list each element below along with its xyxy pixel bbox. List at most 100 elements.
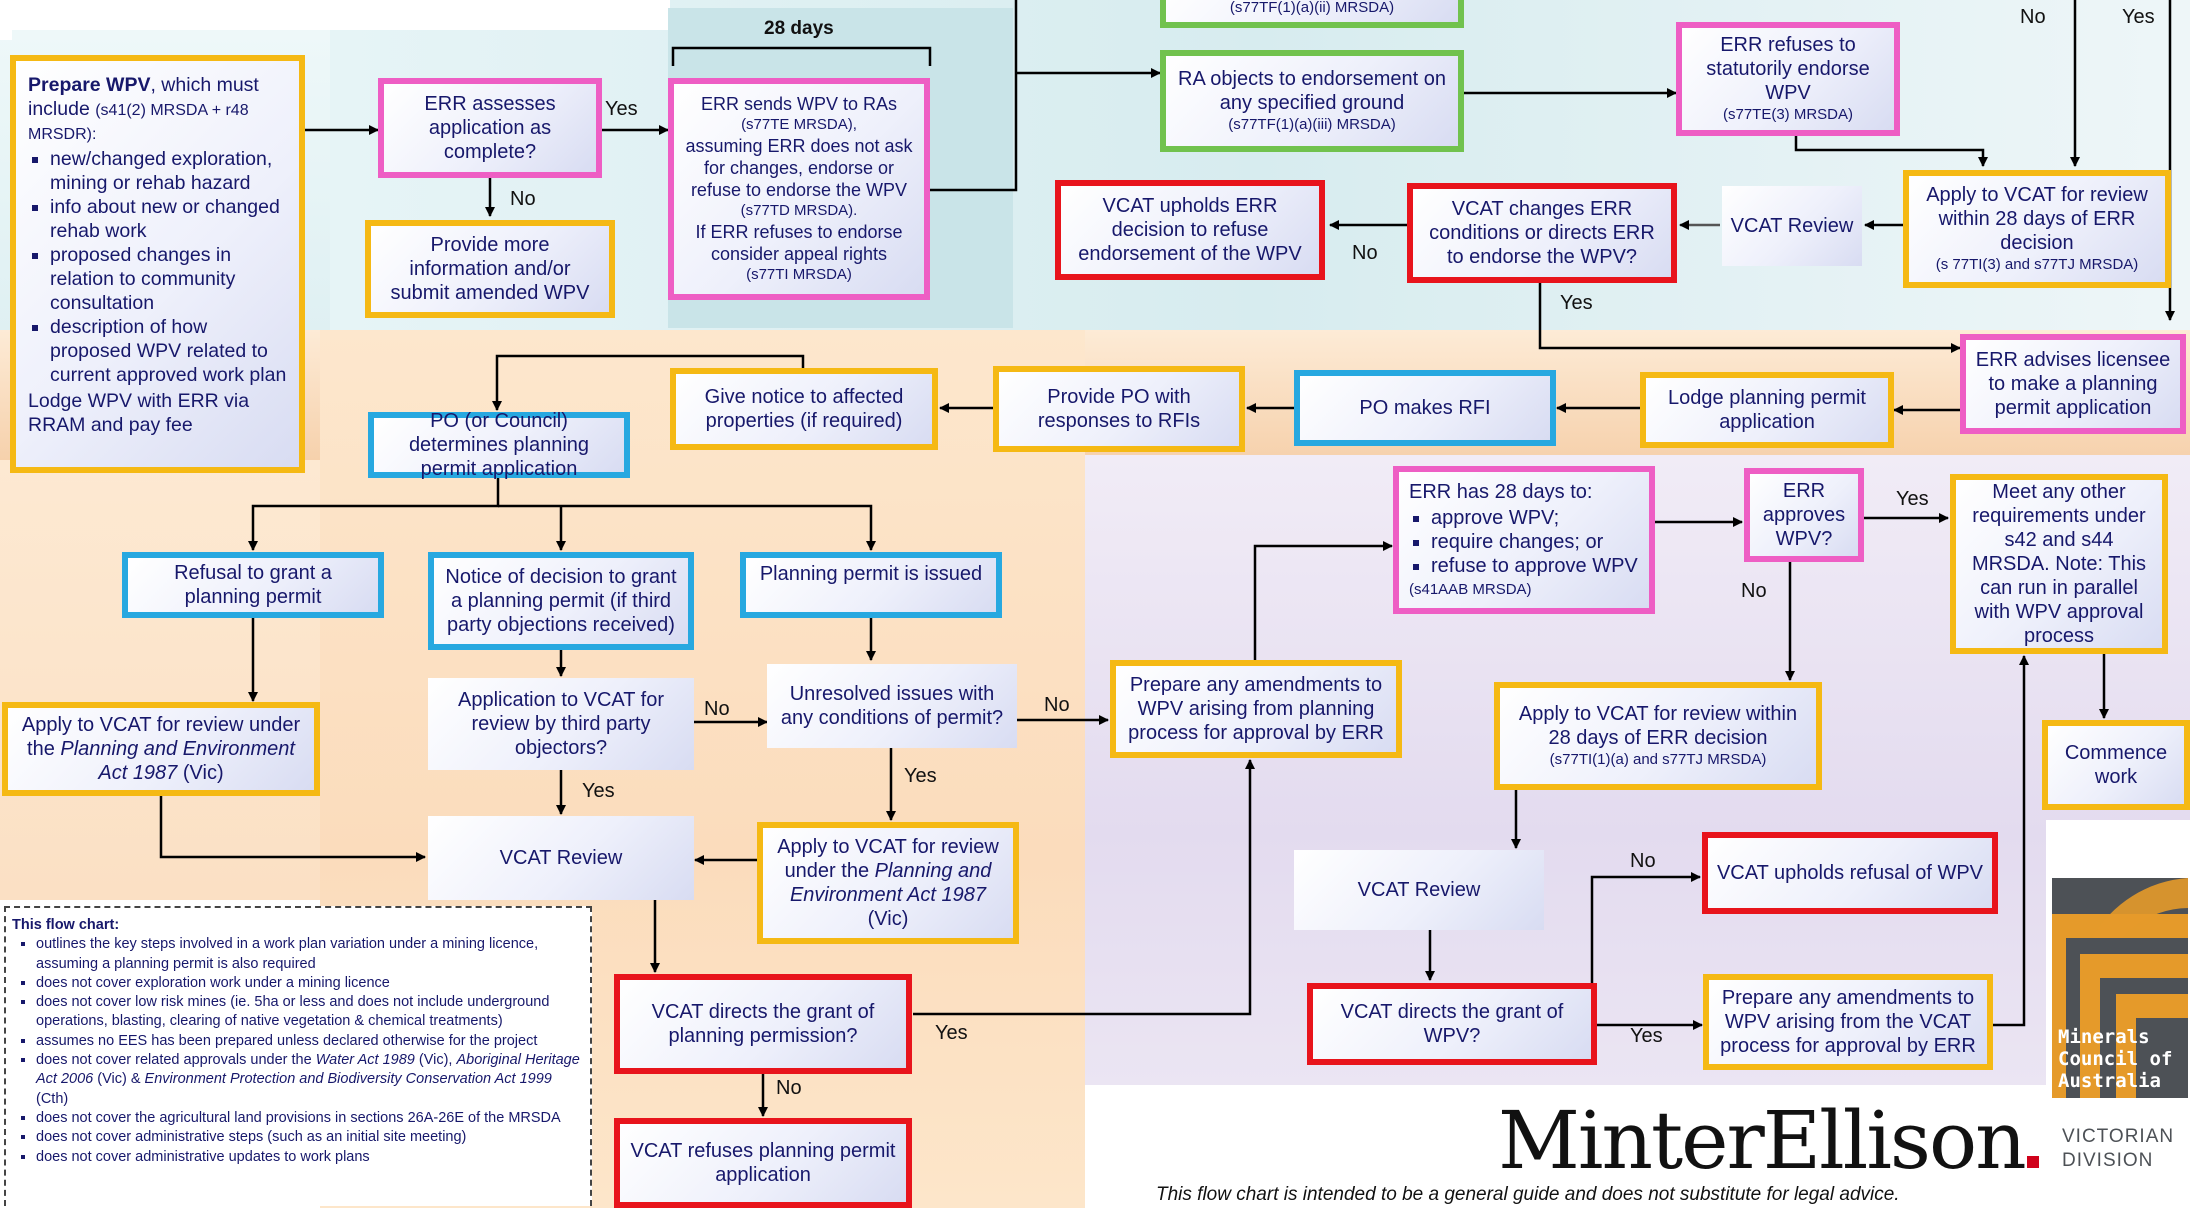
list-item: does not cover related approvals under t… bbox=[36, 1051, 584, 1109]
list-item: refuse to approve WPV bbox=[1431, 554, 1638, 578]
label-no-changes: No bbox=[1352, 242, 1378, 264]
refusal-pp-box: Refusal to grant a planning permit bbox=[122, 552, 384, 618]
vcat-changes-box: VCAT changes ERR conditions or directs E… bbox=[1407, 183, 1677, 283]
vcat-review-mid-text: VCAT Review bbox=[499, 847, 623, 869]
vcat-directs-wpv-box: VCAT directs the grant of WPV? bbox=[1307, 983, 1597, 1065]
prepare-wpv-box: Prepare WPV, which must include (s41(2) … bbox=[10, 55, 305, 473]
err-sends-line2: assuming ERR does not ask for changes, e… bbox=[685, 136, 913, 200]
err-assesses-text: ERR assesses application as complete? bbox=[424, 93, 556, 163]
label-yes-top: Yes bbox=[2122, 6, 2155, 28]
label-no-directs-pp: No bbox=[776, 1077, 802, 1099]
apply-vcat-pe2-text: Apply to VCAT for review under the Plann… bbox=[777, 836, 999, 930]
notice-decision-box: Notice of decision to grant a planning p… bbox=[428, 552, 694, 650]
label-yes-directs-wpv: Yes bbox=[1630, 1025, 1663, 1047]
vcat-directs-wpv-text: VCAT directs the grant of WPV? bbox=[1340, 1001, 1564, 1047]
err-advises-box: ERR advises licensee to make a planning … bbox=[1960, 334, 2186, 434]
mca-division-line2: DIVISION bbox=[2062, 1150, 2154, 1171]
refusal-pp-text: Refusal to grant a planning permit bbox=[174, 562, 332, 608]
vcat-upholds-refusal-box: VCAT upholds refusal of WPV bbox=[1702, 832, 1998, 914]
apply-vcat-pe2-box: Apply to VCAT for review under the Plann… bbox=[757, 822, 1019, 944]
timeline-label: 28 days bbox=[764, 18, 834, 39]
apply-vcat-pe-box: Apply to VCAT for review under the Plann… bbox=[2, 702, 320, 796]
meet-other-text: Meet any other requirements under s42 an… bbox=[1971, 481, 2147, 647]
list-item: does not cover administrative updates to… bbox=[36, 1148, 584, 1167]
notes-box: This flow chart: outlines the key steps … bbox=[4, 906, 592, 1206]
provide-po-text: Provide PO with responses to RFIs bbox=[1037, 386, 1201, 432]
vcat-review-top-text: VCAT Review bbox=[1730, 215, 1854, 237]
zone-top-white bbox=[0, 0, 670, 30]
list-item: require changes; or bbox=[1431, 530, 1638, 554]
prepare-amend1-box: Prepare any amendments to WPV arising fr… bbox=[1110, 660, 1402, 758]
commence-box: Commence work bbox=[2042, 720, 2190, 810]
err-sends-box: ERR sends WPV to RAs (s77TE MRSDA), assu… bbox=[668, 78, 930, 300]
err-28-ref: (s41AAB MRSDA) bbox=[1409, 581, 1532, 598]
vcat-upholds-endorse-box: VCAT upholds ERR decision to refuse endo… bbox=[1055, 180, 1325, 280]
err-sends-ref2: (s77TD MRSDA). bbox=[740, 202, 858, 219]
err-approves-box: ERR approves WPV? bbox=[1744, 468, 1864, 562]
ra-objects-box: RA objects to endorsement on any specifi… bbox=[1160, 50, 1464, 152]
notes-title: This flow chart: bbox=[12, 917, 120, 933]
apply-vcat-28-text: Apply to VCAT for review within 28 days … bbox=[1926, 184, 2148, 254]
provide-info-text: Provide more information and/or submit a… bbox=[390, 234, 590, 304]
label-no-third: No bbox=[704, 698, 730, 720]
err-approves-text: ERR approves WPV? bbox=[1762, 480, 1846, 550]
top-green-partial-box: (s77TF(1)(a)(ii) MRSDA) bbox=[1160, 0, 1464, 28]
prepare-wpv-footer: Lodge WPV with ERR via RRAM and pay fee bbox=[28, 390, 250, 436]
zone-left-white bbox=[0, 0, 12, 40]
list-item: does not cover the agricultural land pro… bbox=[36, 1109, 584, 1128]
prepare-amend2-box: Prepare any amendments to WPV arising fr… bbox=[1703, 974, 1993, 1070]
commence-text: Commence work bbox=[2064, 742, 2168, 788]
minter-ellison-logo: MinterEllison bbox=[1498, 1098, 2039, 1184]
err-refuses-ref: (s77TE(3) MRSDA) bbox=[1722, 106, 1853, 123]
lodge-pp-text: Lodge planning permit application bbox=[1668, 387, 1866, 433]
err-28-title: ERR has 28 days to: bbox=[1409, 481, 1593, 503]
po-rfi-box: PO makes RFI bbox=[1294, 370, 1556, 446]
list-item: info about new or changed rehab work bbox=[50, 195, 287, 243]
po-rfi-text: PO makes RFI bbox=[1359, 397, 1491, 419]
err-assesses-box: ERR assesses application as complete? bbox=[378, 78, 602, 178]
list-item: outlines the key steps involved in a wor… bbox=[36, 935, 584, 974]
apply-vcat-28b-ref: (s77TI(1)(a) and s77TJ MRSDA) bbox=[1549, 751, 1767, 768]
top-green-ref: (s77TF(1)(a)(ii) MRSDA) bbox=[1229, 0, 1395, 16]
label-yes-unresolved: Yes bbox=[904, 765, 937, 787]
label-no-assess: No bbox=[510, 188, 536, 210]
pp-issued-box: Planning permit is issued bbox=[740, 552, 1002, 618]
pp-issued-text: Planning permit is issued bbox=[759, 563, 983, 585]
app-vcat-third-box: Application to VCAT for review by third … bbox=[428, 678, 694, 770]
vcat-review-right-text: VCAT Review bbox=[1357, 879, 1481, 901]
notes-list: outlines the key steps involved in a wor… bbox=[12, 935, 584, 1167]
label-yes-assess: Yes bbox=[605, 98, 638, 120]
po-determines-box: PO (or Council) determines planning perm… bbox=[368, 410, 630, 480]
list-item: does not cover exploration work under a … bbox=[36, 974, 584, 993]
list-item: approve WPV; bbox=[1431, 506, 1638, 530]
label-yes-directs-pp: Yes bbox=[935, 1022, 968, 1044]
vcat-review-top-box: VCAT Review bbox=[1722, 186, 1862, 266]
po-determines-text: PO (or Council) determines planning perm… bbox=[408, 410, 590, 480]
apply-vcat-28b-text: Apply to VCAT for review within 28 days … bbox=[1518, 703, 1798, 749]
vcat-upholds-endorse-text: VCAT upholds ERR decision to refuse endo… bbox=[1078, 195, 1302, 265]
list-item: does not cover low risk mines (ie. 5ha o… bbox=[36, 993, 584, 1032]
mca-division-line1: VICTORIAN bbox=[2062, 1126, 2175, 1147]
meet-other-box: Meet any other requirements under s42 an… bbox=[1950, 474, 2168, 654]
list-item: proposed changes in relation to communit… bbox=[50, 243, 287, 315]
label-no-directs-wpv: No bbox=[1630, 850, 1656, 872]
apply-vcat-28-ref: (s 77TI(3) and s77TJ MRSDA) bbox=[1935, 256, 2139, 273]
provide-info-box: Provide more information and/or submit a… bbox=[365, 220, 615, 318]
give-notice-box: Give notice to affected properties (if r… bbox=[670, 368, 938, 450]
label-yes-changes: Yes bbox=[1560, 292, 1593, 314]
zone-bottom-white bbox=[1085, 1085, 2045, 1208]
list-item: description of how proposed WPV related … bbox=[50, 315, 287, 387]
list-item: assumes no EES has been prepared unless … bbox=[36, 1032, 584, 1051]
err-refuses-box: ERR refuses to statutorily endorse WPV (… bbox=[1676, 22, 1900, 136]
vcat-directs-pp-box: VCAT directs the grant of planning permi… bbox=[614, 974, 912, 1074]
mca-emblem-graphic bbox=[2052, 878, 2188, 1098]
prepare-amend2-text: Prepare any amendments to WPV arising fr… bbox=[1720, 987, 1976, 1057]
mca-text-line3: Australia bbox=[2058, 1070, 2161, 1092]
ra-objects-ref: (s77TF(1)(a)(iii) MRSDA) bbox=[1228, 116, 1396, 133]
label-yes-approves: Yes bbox=[1896, 488, 1929, 510]
disclaimer: This flow chart is intended to be a gene… bbox=[1156, 1184, 1900, 1205]
vcat-review-right-box: VCAT Review bbox=[1294, 850, 1544, 930]
err-sends-ref3: (s77TI MRSDA) bbox=[746, 266, 852, 283]
label-no-top: No bbox=[2020, 6, 2046, 28]
